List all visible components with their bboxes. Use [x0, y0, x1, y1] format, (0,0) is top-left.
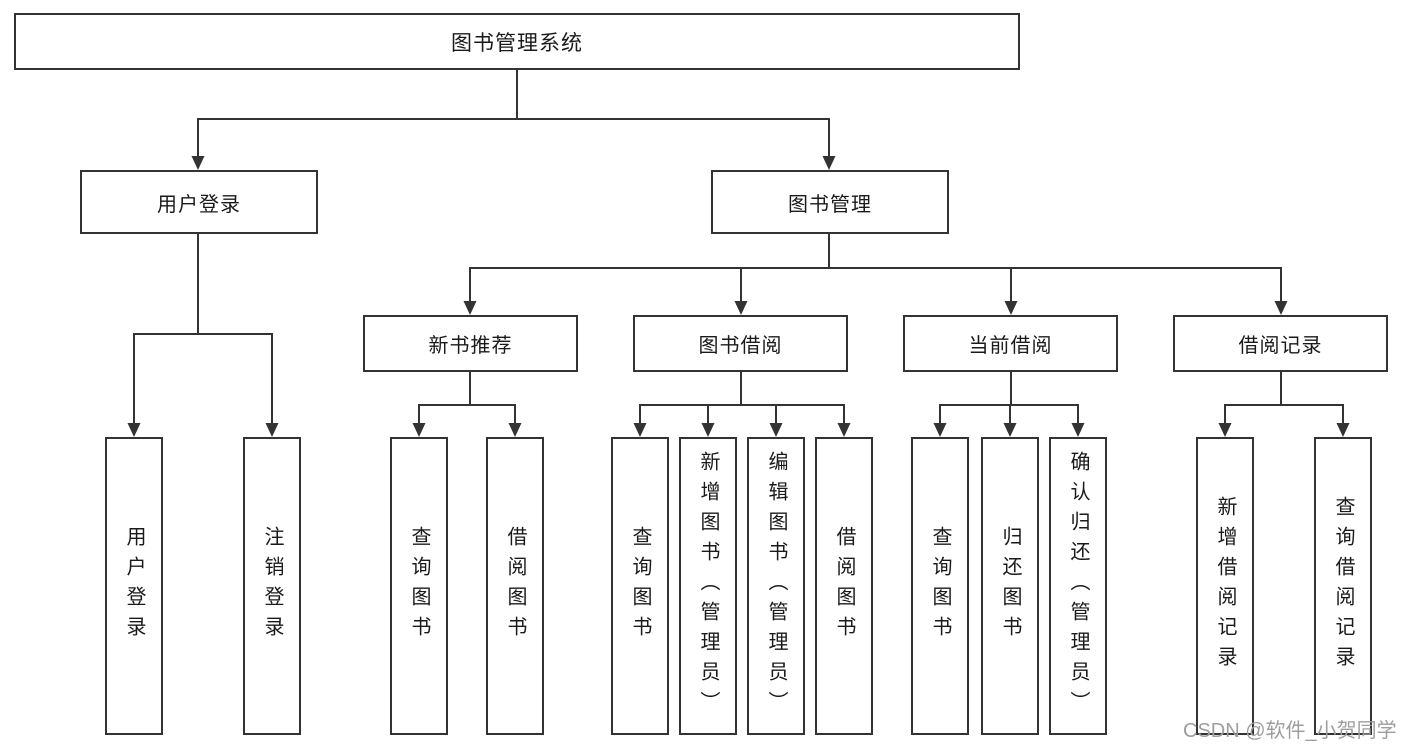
arrowhead-icon: [412, 423, 426, 437]
arrowhead-icon: [1274, 301, 1288, 315]
leaf-query-books-recommend: 查询图书: [390, 437, 448, 735]
connector-book-management: [469, 234, 1282, 302]
arrowhead-icon: [1071, 423, 1085, 437]
leaf-query-books-current: 查询图书: [911, 437, 969, 735]
node-label: 新增图书（管理员）: [697, 451, 719, 721]
connector-root: [197, 70, 830, 157]
node-label: 新增借阅记录: [1214, 496, 1236, 676]
node-label: 借阅图书: [833, 526, 855, 646]
arrowhead-icon: [1004, 301, 1018, 315]
connector-user-login: [133, 234, 273, 424]
leaf-borrow-books: 借阅图书: [815, 437, 873, 735]
connector-current-borrowing: [939, 372, 1079, 424]
leaf-edit-book-admin: 编辑图书（管理员）: [747, 437, 805, 735]
arrowheads: [127, 156, 1350, 437]
arrowhead-icon: [191, 156, 205, 170]
arrowhead-icon: [1003, 423, 1017, 437]
node-label: 用户登录: [157, 193, 241, 216]
node-label: 查询图书: [408, 526, 430, 646]
node-label: 图书管理系统: [451, 31, 583, 55]
leaf-confirm-return-admin: 确认归还（管理员）: [1049, 437, 1107, 735]
connector-book-borrowing: [639, 372, 845, 424]
node-label: 借阅图书: [504, 526, 526, 646]
connector-borrowing-records: [1224, 372, 1344, 424]
node-book-borrowing: 图书借阅: [633, 315, 848, 372]
connector-new-book-recommendation: [418, 372, 516, 424]
arrowhead-icon: [701, 423, 715, 437]
arrowhead-icon: [633, 423, 647, 437]
node-label: 查询图书: [629, 526, 651, 646]
node-label: 借阅记录: [1238, 335, 1323, 357]
connector-strokes: [133, 70, 1344, 424]
node-label: 查询图书: [929, 526, 951, 646]
arrowhead-icon: [508, 423, 522, 437]
node-new-book-recommendation: 新书推荐: [363, 315, 578, 372]
leaf-add-book-admin: 新增图书（管理员）: [679, 437, 737, 735]
node-user-login: 用户登录: [80, 170, 318, 234]
arrowhead-icon: [463, 301, 477, 315]
node-label: 编辑图书（管理员）: [765, 451, 787, 721]
csdn-watermark: CSDN @软件_小贺同学: [1183, 720, 1397, 742]
arrowhead-icon: [734, 301, 748, 315]
leaf-borrow-books-recommend: 借阅图书: [486, 437, 544, 735]
arrowhead-icon: [837, 423, 851, 437]
node-label: 归还图书: [999, 526, 1021, 646]
node-label: 图书管理: [788, 193, 872, 216]
leaf-add-borrow-record: 新增借阅记录: [1196, 437, 1254, 735]
node-label: 图书借阅: [698, 335, 783, 357]
node-label: 用户登录: [123, 526, 145, 646]
arrowhead-icon: [265, 423, 279, 437]
leaf-user-login: 用户登录: [105, 437, 163, 735]
arrowhead-icon: [769, 423, 783, 437]
arrowhead-icon: [127, 423, 141, 437]
node-label: 当前借阅: [968, 335, 1053, 357]
arrowhead-icon: [1218, 423, 1232, 437]
node-label: 注销登录: [261, 526, 283, 646]
node-borrowing-records: 借阅记录: [1173, 315, 1388, 372]
node-label: 确认归还（管理员）: [1067, 451, 1089, 721]
leaf-query-borrow-record: 查询借阅记录: [1314, 437, 1372, 735]
node-library-system: 图书管理系统: [14, 13, 1020, 70]
node-label: 新书推荐: [428, 335, 513, 357]
node-current-borrowing: 当前借阅: [903, 315, 1118, 372]
node-book-management: 图书管理: [711, 170, 949, 234]
leaf-logout: 注销登录: [243, 437, 301, 735]
node-label: 查询借阅记录: [1332, 496, 1354, 676]
leaf-query-books-borrowing: 查询图书: [611, 437, 669, 735]
arrowhead-icon: [822, 156, 836, 170]
arrowhead-icon: [933, 423, 947, 437]
arrowhead-icon: [1336, 423, 1350, 437]
leaf-return-book: 归还图书: [981, 437, 1039, 735]
